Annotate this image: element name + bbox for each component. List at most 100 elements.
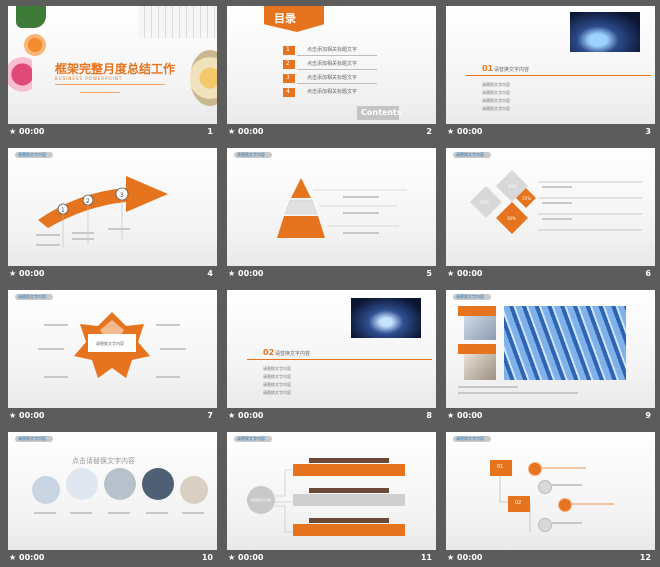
slide-9-canvas: 请替换文字内容 <box>446 290 655 408</box>
section-title: 请替换文字内容 <box>494 67 530 73</box>
slide-5-canvas: 请替换文字内容 <box>227 148 436 266</box>
pct-label: 30% <box>507 216 516 221</box>
toc-index: 4 <box>286 88 290 95</box>
section-number: 01 <box>482 64 494 73</box>
star-center-label: 请替换文字内容 <box>96 341 124 346</box>
center-circle <box>247 486 275 514</box>
toc-item-label: 点击添加相关标题文字 <box>307 61 358 67</box>
label-box <box>458 306 496 316</box>
slide-time: 00:00 <box>19 411 45 420</box>
slide-number: 9 <box>645 411 651 420</box>
keyboard-photo <box>138 6 217 38</box>
star-icon: ★ <box>447 553 455 562</box>
toc-index: 1 <box>286 46 290 53</box>
toc-title: 目录 <box>274 12 296 25</box>
toc-item-label: 点击添加相关标题文字 <box>307 75 358 81</box>
step-box <box>490 460 512 476</box>
section-item: 请替换文字内容 <box>482 98 510 103</box>
slide-6-canvas: 请替换文字内容 20% 55% 35% 30% <box>446 148 655 266</box>
slide-11-canvas: 请替换文字内容 请替换文字内容 <box>227 432 436 550</box>
section-rule <box>466 75 651 76</box>
star-icon: ★ <box>228 553 236 562</box>
step-circle-grey <box>538 480 552 494</box>
plant-photo <box>16 6 46 28</box>
slide-number: 6 <box>645 269 651 278</box>
slide-time: 00:00 <box>238 127 264 136</box>
slide-time: 00:00 <box>238 411 264 420</box>
slide-thumb-3[interactable]: 01 请替换文字内容 请替换文字内容 请替换文字内容 请替换文字内容 请替换文字… <box>446 6 655 138</box>
pct-label: 35% <box>522 196 531 201</box>
slide-time: 00:00 <box>457 411 483 420</box>
bar-dark <box>309 488 389 493</box>
slide-5-meta: ★00:00 5 <box>227 268 436 280</box>
contents-label: Contents <box>361 108 402 117</box>
section-item: 请替换文字内容 <box>482 82 510 87</box>
section-item: 请替换文字内容 <box>482 90 510 95</box>
circle-photo <box>180 476 208 504</box>
slide-number: 5 <box>426 269 432 278</box>
label-box <box>458 344 496 354</box>
bar-dark <box>309 518 389 523</box>
slide-1-title: 框架完整月度总结工作 <box>55 62 176 76</box>
slide-number: 4 <box>207 269 213 278</box>
slide-thumb-5[interactable]: 请替换文字内容 ★00:00 5 <box>227 148 436 280</box>
step-circle <box>528 462 542 476</box>
slide-tag: 请替换文字内容 <box>453 436 491 442</box>
diamond-graphic <box>470 170 642 234</box>
slide-tag: 请替换文字内容 <box>15 152 53 158</box>
slide-tag: 请替换文字内容 <box>15 436 53 442</box>
slide-time: 00:00 <box>238 269 264 278</box>
slide-number: 12 <box>639 553 651 562</box>
bar-orange <box>293 464 405 476</box>
curved-arrow-graphic: 1 2 3 <box>38 176 168 248</box>
slide-thumb-8[interactable]: 02 请替换文字内容 请替换文字内容 请替换文字内容 请替换文字内容 请替换文字… <box>227 290 436 422</box>
section-number: 02 <box>263 348 275 357</box>
slide-number: 8 <box>426 411 432 420</box>
slide-12-canvas: 请替换文字内容 01 02 <box>446 432 655 550</box>
slide-1-canvas: 框架完整月度总结工作 BUSINESS POWERPOINT <box>8 6 217 124</box>
section-item: 请替换文字内容 <box>263 374 291 379</box>
slide-4-canvas: 请替换文字内容 1 2 3 <box>8 148 217 266</box>
slide-1-subtitle: BUSINESS POWERPOINT <box>55 76 123 81</box>
step-box <box>508 496 530 512</box>
star-icon: ★ <box>9 127 17 136</box>
circle-photo <box>66 468 98 500</box>
toc-item-label: 点击添加相关标题文字 <box>307 47 358 53</box>
star-graphic <box>74 312 150 378</box>
pct-label: 20% <box>508 184 517 189</box>
star-icon: ★ <box>228 269 236 278</box>
slide-time: 00:00 <box>457 127 483 136</box>
slide-thumb-2[interactable]: 目录 1 点击添加相关标题文字 2 点击添加相关标题文字 3 点击添加相关标题文… <box>227 6 436 138</box>
slide-3-canvas: 01 请替换文字内容 请替换文字内容 请替换文字内容 请替换文字内容 请替换文字… <box>446 6 655 124</box>
bar-orange <box>293 524 405 536</box>
slide-1-rule <box>55 84 165 85</box>
tech-photo <box>570 12 640 52</box>
flower-photo <box>8 56 32 102</box>
slide-number: 2 <box>426 127 432 136</box>
step-circle <box>558 498 572 512</box>
section-rule <box>247 359 432 360</box>
contents-box <box>357 106 399 120</box>
step-label: 3 <box>120 192 124 199</box>
slide-tag: 请替换文字内容 <box>234 436 272 442</box>
pct-label: 55% <box>480 200 489 205</box>
toc-item-label: 点击添加相关标题文字 <box>307 89 358 95</box>
star-icon: ★ <box>447 269 455 278</box>
slide-number: 3 <box>645 127 651 136</box>
slide-number: 1 <box>207 127 213 136</box>
